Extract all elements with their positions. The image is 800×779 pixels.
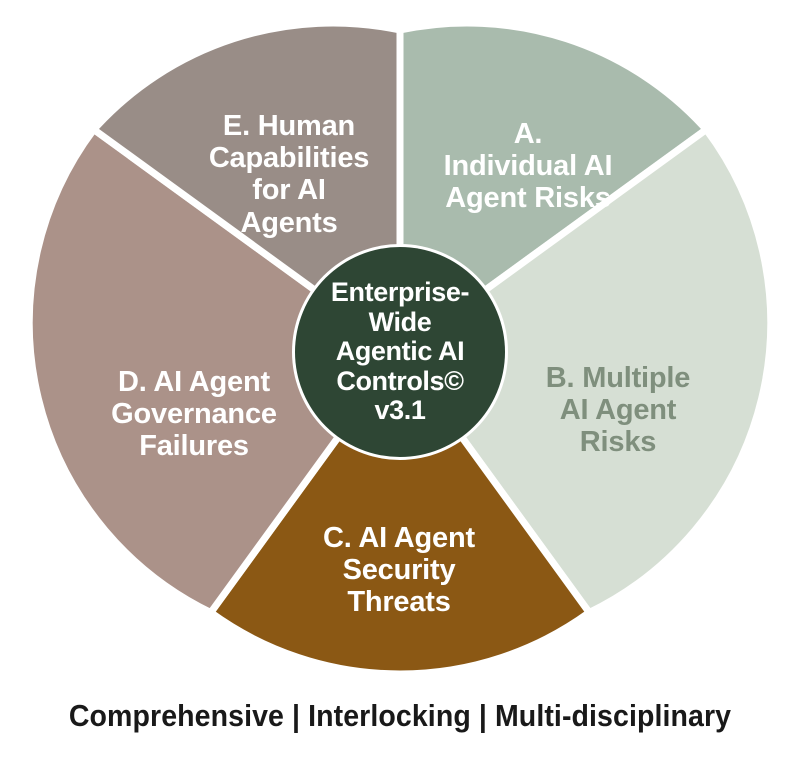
- pie-slice-e[interactable]: [88, 19, 404, 359]
- center-hub-label: Enterprise- Wide Agentic AI Controls© v3…: [330, 277, 470, 426]
- pie-slice-d[interactable]: [25, 124, 405, 617]
- pie-slices: [25, 19, 775, 678]
- pie-slice-c[interactable]: [205, 346, 595, 678]
- pie-slice-b[interactable]: [395, 124, 775, 617]
- center-hub[interactable]: Enterprise- Wide Agentic AI Controls© v3…: [295, 247, 505, 457]
- footer-tagline: Comprehensive | Interlocking | Multi-dis…: [68, 698, 732, 733]
- pie-slice-a[interactable]: [396, 19, 712, 359]
